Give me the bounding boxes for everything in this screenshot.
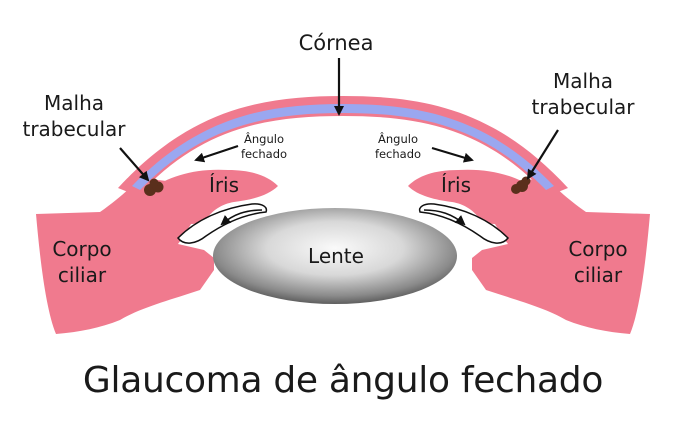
lens-label: Lente xyxy=(308,244,364,268)
angle-right-label-2: fechado xyxy=(375,147,421,161)
angle-left-label-2: fechado xyxy=(241,147,287,161)
trabecular-right-arrow xyxy=(526,129,559,180)
ciliary-right-label-2: ciliar xyxy=(574,263,623,287)
trabecular-left-label-1: Malha xyxy=(44,91,104,115)
flow-arrow-right xyxy=(423,209,466,226)
ciliary-right-label-1: Corpo xyxy=(568,237,627,261)
iris-right-label: Íris xyxy=(441,173,471,197)
flow-arrow-left xyxy=(220,209,263,226)
lens xyxy=(213,208,457,304)
ciliary-left-label-1: Corpo xyxy=(52,237,111,261)
cornea-band xyxy=(132,104,554,190)
iris-left xyxy=(150,169,278,224)
trabecular-meshwork-left xyxy=(144,178,164,196)
cornea-label: Córnea xyxy=(299,31,374,55)
angle-right-arrow xyxy=(431,146,474,163)
angle-left-arrow xyxy=(194,144,239,163)
angle-right-label-1: Ângulo xyxy=(378,131,418,146)
trabecular-left-arrow xyxy=(119,147,150,182)
iris-left-label: Íris xyxy=(209,173,239,197)
angle-left-label-1: Ângulo xyxy=(244,131,284,146)
ciliary-left-label-2: ciliar xyxy=(58,263,107,287)
trabecular-right-label-2: trabecular xyxy=(531,95,635,119)
trabecular-right-label-1: Malha xyxy=(553,69,613,93)
diagram-title: Glaucoma de ângulo fechado xyxy=(82,360,604,401)
trabecular-left-label-2: trabecular xyxy=(22,117,126,141)
iris-right xyxy=(408,169,536,224)
